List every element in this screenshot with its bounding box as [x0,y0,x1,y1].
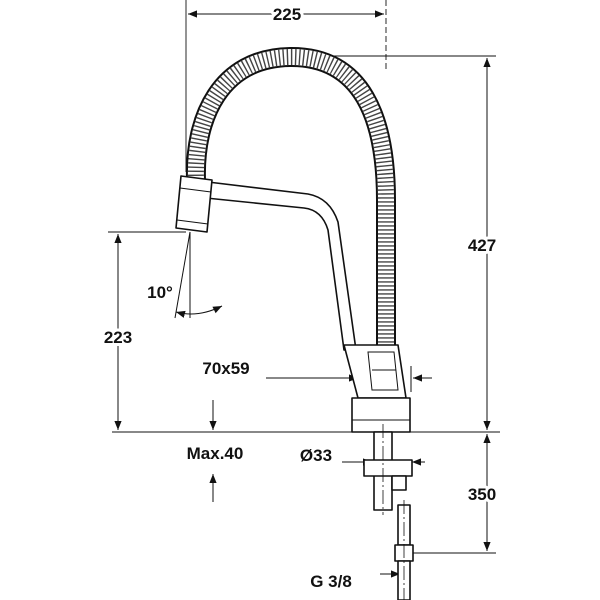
head-band [179,187,212,193]
dimension-lines [108,0,500,578]
width-label: 225 [273,5,301,24]
body-inner-notch [367,351,399,391]
base-flange [351,397,411,433]
counter-max-label: Max.40 [187,444,244,463]
angle-line-tilted [174,231,191,319]
angle-arc [175,305,223,318]
height-label: 427 [468,236,496,255]
coiled-hose [185,46,396,348]
mounting-nut [363,459,413,477]
angle-label: 10° [147,283,173,302]
hose-length-label: 350 [468,485,496,504]
faucet [175,46,414,600]
labels: 225 427 10° 223 70x59 Max.40 Ø33 350 G 3… [101,2,499,594]
spout-height-label: 223 [104,328,132,347]
hole-diameter-label: Ø33 [300,446,332,465]
head-outlet [176,219,209,225]
mounting-wing [391,475,407,491]
thread-label: G 3/8 [310,572,352,591]
base-size-label: 70x59 [202,359,249,378]
pull-out-head [175,175,213,233]
spout-arm [205,181,357,351]
